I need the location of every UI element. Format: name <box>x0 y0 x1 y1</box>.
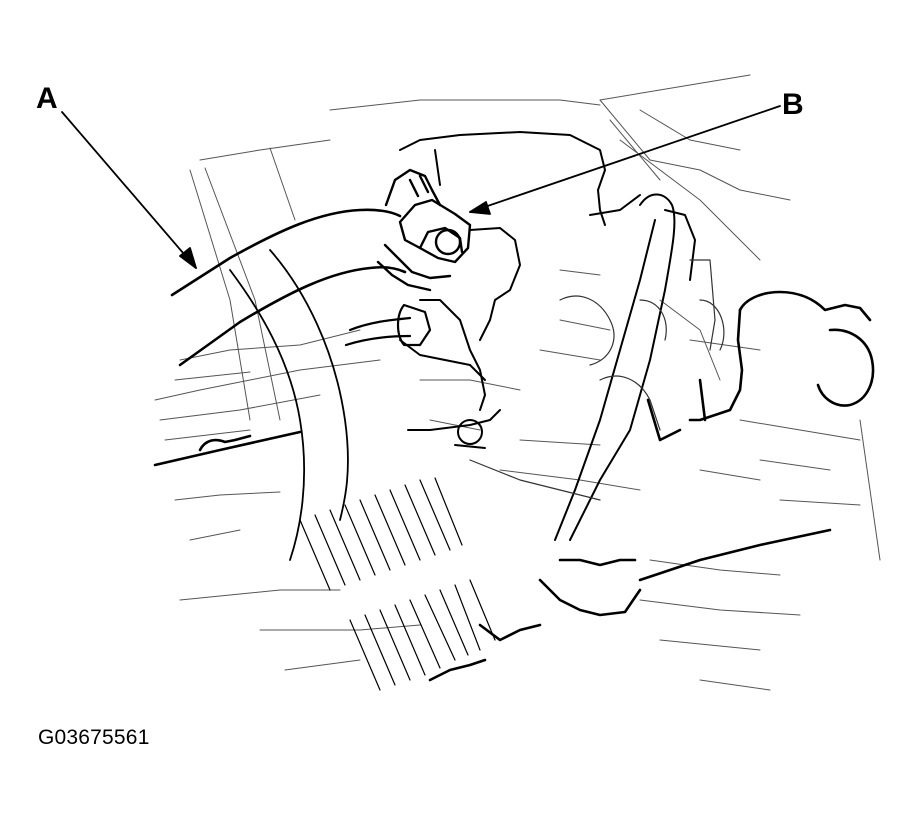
leader-line-a <box>61 111 197 269</box>
vent-line <box>554 193 696 541</box>
leader-line-b <box>469 105 781 213</box>
housing-outline <box>469 259 725 501</box>
frame-member <box>153 430 642 682</box>
figure-code: G03675561 <box>38 726 150 749</box>
callout-label-a: A <box>36 82 58 115</box>
background-structure <box>154 74 881 691</box>
leader-arrow-b <box>469 201 491 215</box>
small-pipe <box>344 303 432 347</box>
steering-rack <box>638 290 875 582</box>
leader-arrow-a <box>179 247 197 269</box>
pump-housing <box>399 131 641 449</box>
ribbed-boot <box>299 477 496 691</box>
pressure-hose <box>170 208 407 367</box>
callout-leaders <box>61 105 781 269</box>
hose-clamp <box>376 168 472 292</box>
return-hose <box>229 249 349 561</box>
callout-label-b: B <box>782 88 804 121</box>
